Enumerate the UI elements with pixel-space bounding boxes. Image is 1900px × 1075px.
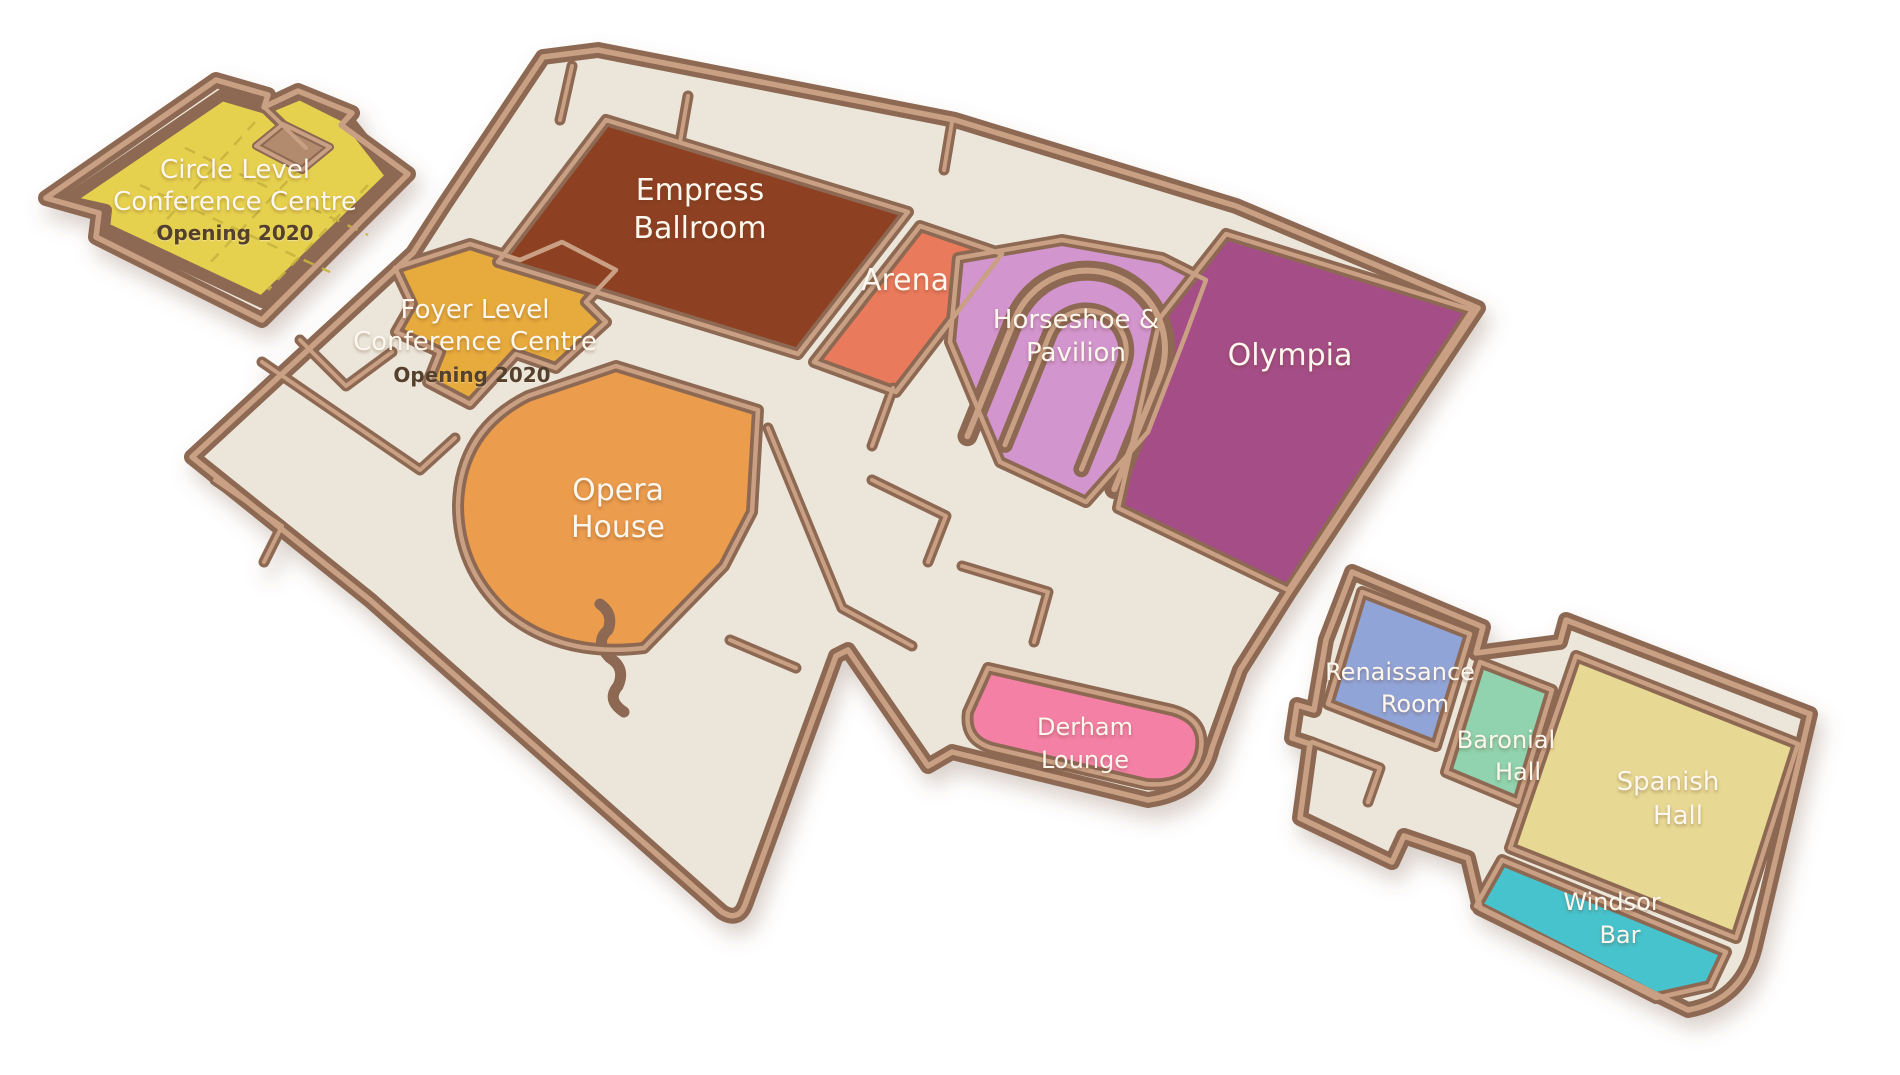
label-spanish-hall-line2: Hall bbox=[1653, 801, 1703, 831]
wall-top-highlight bbox=[1309, 589, 1801, 1001]
stage-door-squiggle-wall bbox=[594, 598, 630, 718]
room-labels: Circle Level Conference Centre Opening 2… bbox=[113, 155, 1719, 949]
label-empress-ballroom-line2: Ballroom bbox=[633, 211, 766, 246]
wall-top-highlight bbox=[1289, 569, 1813, 1013]
label-opera-house-line2: House bbox=[571, 510, 665, 545]
label-olympia: Olympia bbox=[1228, 338, 1353, 373]
label-windsor-bar-line1: Windsor bbox=[1563, 888, 1661, 916]
label-spanish-hall-line1: Spanish bbox=[1617, 767, 1720, 797]
wall-top-highlight bbox=[392, 117, 1475, 787]
horseshoe-arch-walls bbox=[957, 260, 1175, 500]
wall-top-highlight bbox=[254, 105, 332, 172]
label-renaissance-room-line2: Room bbox=[1381, 690, 1449, 718]
label-circle-level-opening: Opening 2020 bbox=[156, 221, 313, 245]
label-baronial-hall-line1: Baronial bbox=[1457, 726, 1555, 754]
label-derham-lounge-line1: Derham bbox=[1037, 713, 1133, 741]
label-baronial-hall-line2: Hall bbox=[1495, 758, 1541, 786]
label-opera-house-line1: Opera bbox=[572, 473, 664, 508]
label-renaissance-room-line1: Renaissance bbox=[1325, 658, 1475, 686]
label-circle-level-line1: Circle Level bbox=[160, 155, 310, 185]
label-derham-lounge-line2: Lounge bbox=[1041, 746, 1129, 774]
label-horseshoe-pavilion-line1: Horseshoe & bbox=[993, 305, 1159, 335]
label-foyer-level-line2: Conference Centre bbox=[353, 327, 597, 357]
building-main bbox=[184, 42, 1486, 924]
label-arena: Arena bbox=[861, 263, 949, 298]
wall-top-highlight bbox=[189, 47, 1481, 919]
label-horseshoe-pavilion-line2: Pavilion bbox=[1026, 338, 1126, 368]
label-foyer-level-line1: Foyer Level bbox=[401, 295, 550, 325]
label-foyer-level-opening: Opening 2020 bbox=[393, 363, 550, 387]
label-windsor-bar-line2: Bar bbox=[1599, 921, 1640, 949]
label-empress-ballroom-line1: Empress bbox=[636, 173, 765, 208]
label-circle-level-line2: Conference Centre bbox=[113, 187, 357, 217]
wall-top-highlight bbox=[43, 77, 411, 323]
wall-top-highlight bbox=[213, 64, 1050, 670]
building-spanish-suite bbox=[1284, 564, 1818, 1018]
floor-grid-dashes bbox=[139, 121, 369, 291]
building-circle-level bbox=[38, 72, 416, 328]
